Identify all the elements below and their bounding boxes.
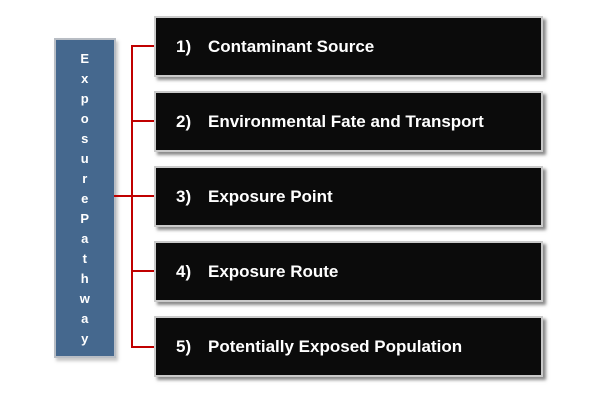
step-box-environmental-fate-and-transport: 2) Environmental Fate and Transport <box>154 91 543 152</box>
step-box-exposure-route: 4) Exposure Route <box>154 241 543 302</box>
step-box-potentially-exposed-population: 5) Potentially Exposed Population <box>154 316 543 377</box>
step-number: 5) <box>176 336 192 356</box>
connector-stub-5 <box>131 346 155 348</box>
step-label: Exposure Point <box>208 186 333 206</box>
step-label: Contaminant Source <box>208 36 375 56</box>
connector-stub-4 <box>131 270 155 272</box>
step-box-exposure-point: 3) Exposure Point <box>154 166 543 227</box>
connector-main-line <box>114 195 132 197</box>
step-label: Environmental Fate and Transport <box>208 111 484 131</box>
step-label: Exposure Route <box>208 261 339 281</box>
step-number: 1) <box>176 36 192 56</box>
connector-stub-3 <box>131 195 155 197</box>
step-label: Potentially Exposed Population <box>208 336 463 356</box>
connector-stub-2 <box>131 120 155 122</box>
exposure-pathway-label-box: E x p o s u r e P a t h w a y <box>54 38 116 358</box>
step-number: 2) <box>176 111 192 131</box>
connector-stub-1 <box>131 45 155 47</box>
step-box-contaminant-source: 1) Contaminant Source <box>154 16 543 77</box>
exposure-pathway-vertical-text: E x p o s u r e P a t h w a y <box>79 51 91 346</box>
step-number: 4) <box>176 261 192 281</box>
step-number: 3) <box>176 186 192 206</box>
